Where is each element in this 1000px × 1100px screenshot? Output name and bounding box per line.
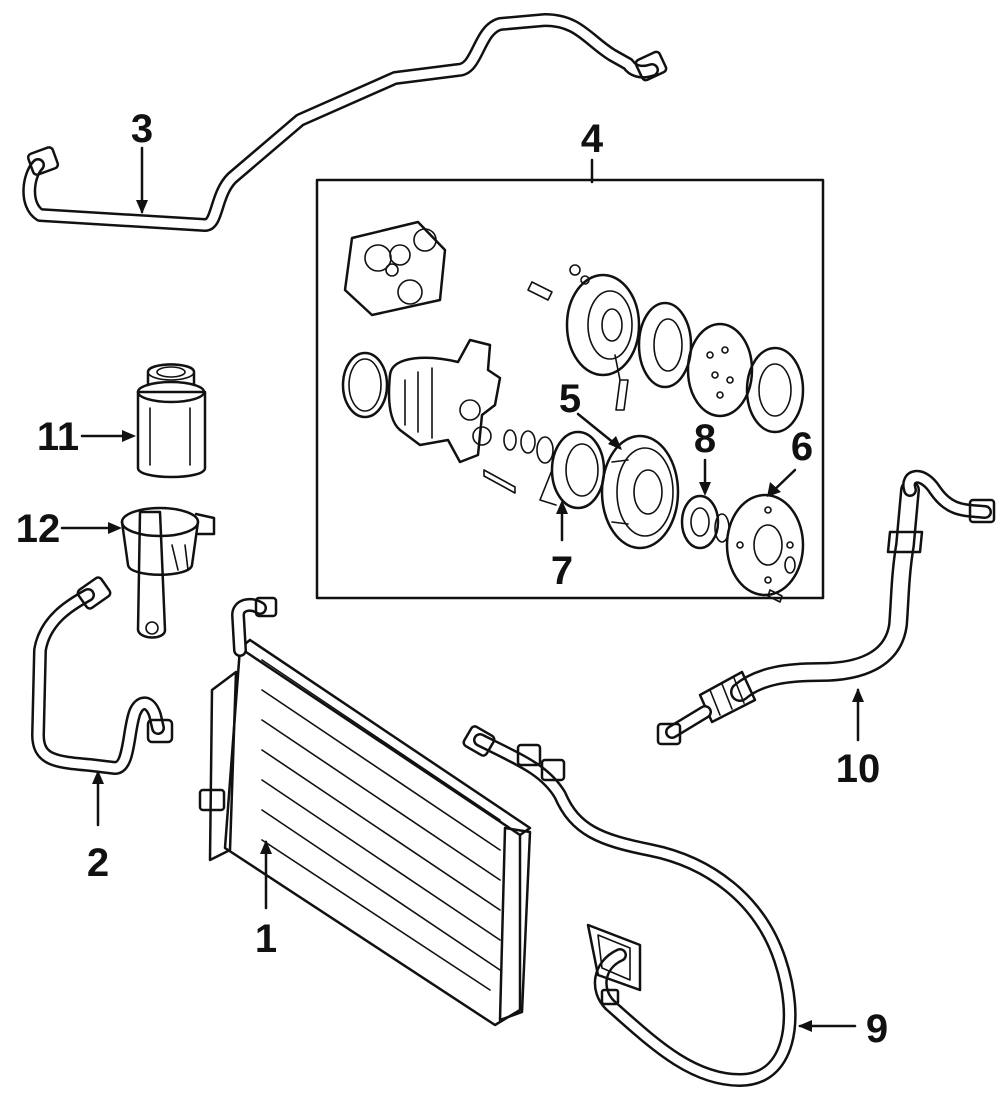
clutch-coil (539, 430, 606, 510)
callout-6: 6 (791, 425, 813, 469)
callout-1: 1 (255, 917, 277, 961)
callout-arrows (60, 146, 864, 1032)
part-11-accumulator-drier (136, 363, 207, 479)
upper-exploded-parts (527, 264, 805, 434)
o-ring (341, 351, 389, 419)
key (767, 589, 783, 603)
part-2-condenser-line (31, 576, 174, 775)
part-3-long-ac-line (22, 13, 668, 232)
callout-11: 11 (37, 415, 79, 459)
callout-8: 8 (694, 417, 716, 461)
part-12-drier-bracket (120, 506, 216, 639)
callout-9: 9 (866, 1007, 888, 1051)
clutch-pulley (600, 434, 680, 550)
callout-2: 2 (87, 841, 109, 885)
callout-7: 7 (551, 549, 573, 593)
part-9-suction-hose (462, 725, 797, 1087)
clutch-hub (725, 493, 805, 597)
callout-12: 12 (16, 507, 61, 551)
callout-10: 10 (836, 747, 881, 791)
callout-labels: 3 4 11 12 5 8 6 7 2 1 9 10 (16, 107, 888, 1051)
washer (520, 430, 536, 454)
assembly-box (315, 178, 825, 600)
rear-head-plate (343, 220, 447, 317)
seal (503, 429, 517, 451)
compressor-body (387, 338, 502, 464)
part-1-condenser (198, 596, 532, 1027)
callout-5: 5 (559, 377, 581, 421)
part-4-compressor-assembly (315, 178, 825, 603)
bearing (680, 494, 720, 550)
bolt (483, 469, 516, 494)
callout-4: 4 (581, 117, 604, 161)
part-10-discharge-hose (656, 469, 996, 746)
callout-3: 3 (131, 107, 153, 151)
snap-ring (536, 436, 554, 464)
shim (784, 556, 796, 574)
